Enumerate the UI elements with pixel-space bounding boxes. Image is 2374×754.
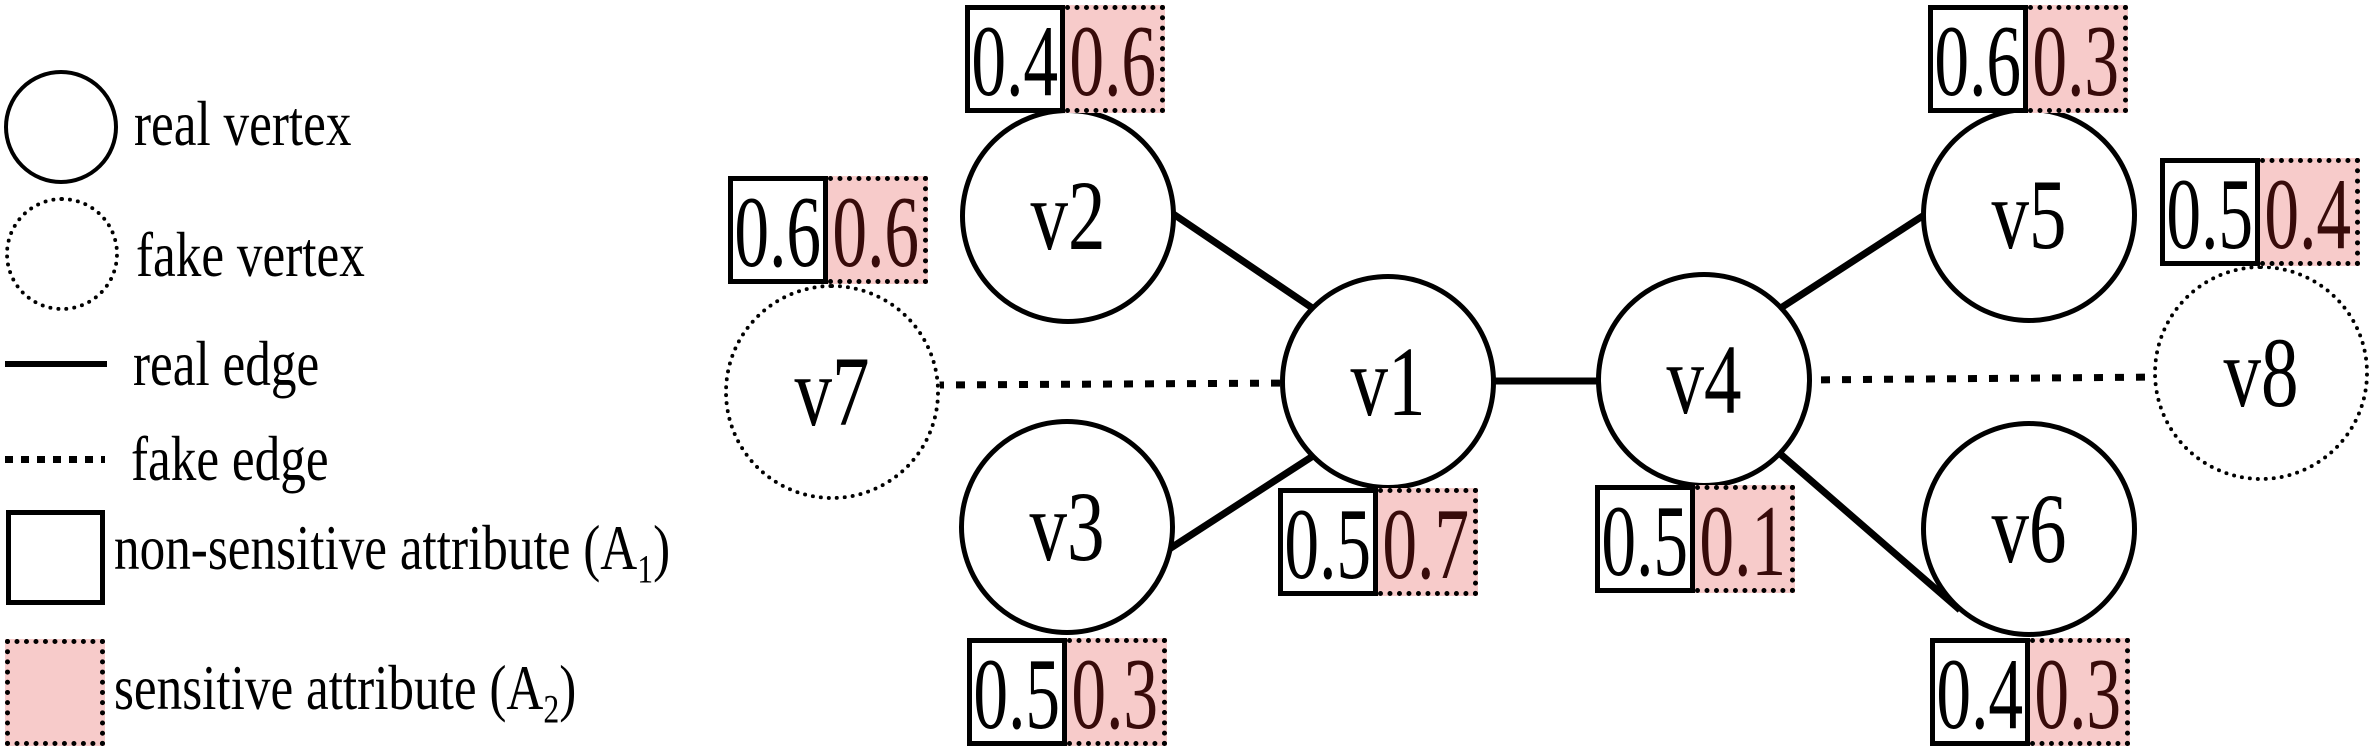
vertex-v5-label: v5 xyxy=(1991,159,2067,270)
vertex-v2-label: v2 xyxy=(1030,160,1106,271)
attrs-v7: 0.6 0.6 xyxy=(728,176,928,284)
edge-v4-v8-line xyxy=(1799,373,2166,384)
attrs-v4: 0.5 0.1 xyxy=(1595,485,1795,593)
legend-fake-vertex-label: fake vertex xyxy=(136,219,365,290)
edge-v7-v1-line xyxy=(934,379,1301,389)
attrs-v5: 0.6 0.3 xyxy=(1928,5,2128,113)
vertex-v6-label: v6 xyxy=(1991,473,2067,584)
attrs-v5-a1-cell: 0.6 xyxy=(1928,5,2028,113)
legend-real-edge-label: real edge xyxy=(133,328,320,399)
attrs-v2-a1-cell: 0.4 xyxy=(965,5,1065,113)
attrs-v4-a1-cell: 0.5 xyxy=(1595,485,1695,593)
attrs-v2-a2-cell: 0.6 xyxy=(1065,5,1165,113)
attrs-v3: 0.5 0.3 xyxy=(967,638,1167,746)
attrs-v2: 0.4 0.6 xyxy=(965,5,1165,113)
legend-non-sensitive-label: non-sensitive attribute (A1) xyxy=(114,511,671,592)
vertex-v8: v8 xyxy=(2153,265,2369,481)
legend-real-vertex-icon xyxy=(4,70,118,184)
attrs-v4-a2-cell: 0.1 xyxy=(1695,485,1795,593)
attrs-v1-a1-cell: 0.5 xyxy=(1278,488,1378,596)
vertex-v2: v2 xyxy=(960,108,1176,324)
attrs-v7-a2-cell: 0.6 xyxy=(828,176,928,284)
vertex-v1-label: v1 xyxy=(1350,326,1426,437)
edge-v4-v5-line xyxy=(1768,205,1937,318)
attrs-v3-a2-cell: 0.3 xyxy=(1067,638,1167,746)
attrs-v8-a2-cell: 0.4 xyxy=(2260,158,2360,266)
edge-v4-v6-line xyxy=(1767,442,1963,613)
vertex-v1: v1 xyxy=(1280,274,1496,490)
vertex-v7: v7 xyxy=(724,284,940,500)
vertex-v8-label: v8 xyxy=(2223,317,2299,428)
legend-real-edge-icon xyxy=(5,361,107,367)
attrs-v5-a2-cell: 0.3 xyxy=(2028,5,2128,113)
legend-fake-edge-icon xyxy=(5,456,105,463)
vertex-v3: v3 xyxy=(959,419,1175,635)
vertex-v5: v5 xyxy=(1921,107,2137,323)
legend-non-sensitive-icon xyxy=(6,510,105,605)
attrs-v1: 0.5 0.7 xyxy=(1278,488,1478,596)
attrs-v8-a1-cell: 0.5 xyxy=(2160,158,2260,266)
vertex-v6: v6 xyxy=(1921,421,2137,637)
legend-real-vertex-label: real vertex xyxy=(134,88,352,159)
attrs-v7-a1-cell: 0.6 xyxy=(728,176,828,284)
edge-v3-v1-line xyxy=(1158,442,1332,558)
attrs-v6-a1-cell: 0.4 xyxy=(1930,638,2030,746)
legend-sensitive-icon xyxy=(5,639,105,746)
legend-sensitive-label: sensitive attribute (A2) xyxy=(114,651,577,732)
vertex-v4-label: v4 xyxy=(1666,324,1742,435)
legend-fake-edge-label: fake edge xyxy=(131,423,329,494)
attrs-v3-a1-cell: 0.5 xyxy=(967,638,1067,746)
attrs-v1-a2-cell: 0.7 xyxy=(1378,488,1478,596)
attrs-v8: 0.5 0.4 xyxy=(2160,158,2360,266)
vertex-v3-label: v3 xyxy=(1029,471,1105,582)
attrs-v6: 0.4 0.3 xyxy=(1930,638,2130,746)
legend-fake-vertex-icon xyxy=(5,197,119,311)
vertex-v4: v4 xyxy=(1596,272,1812,488)
attrs-v6-a2-cell: 0.3 xyxy=(2030,638,2130,746)
edge-v2-v1-line xyxy=(1158,202,1332,323)
vertex-v7-label: v7 xyxy=(794,336,870,447)
